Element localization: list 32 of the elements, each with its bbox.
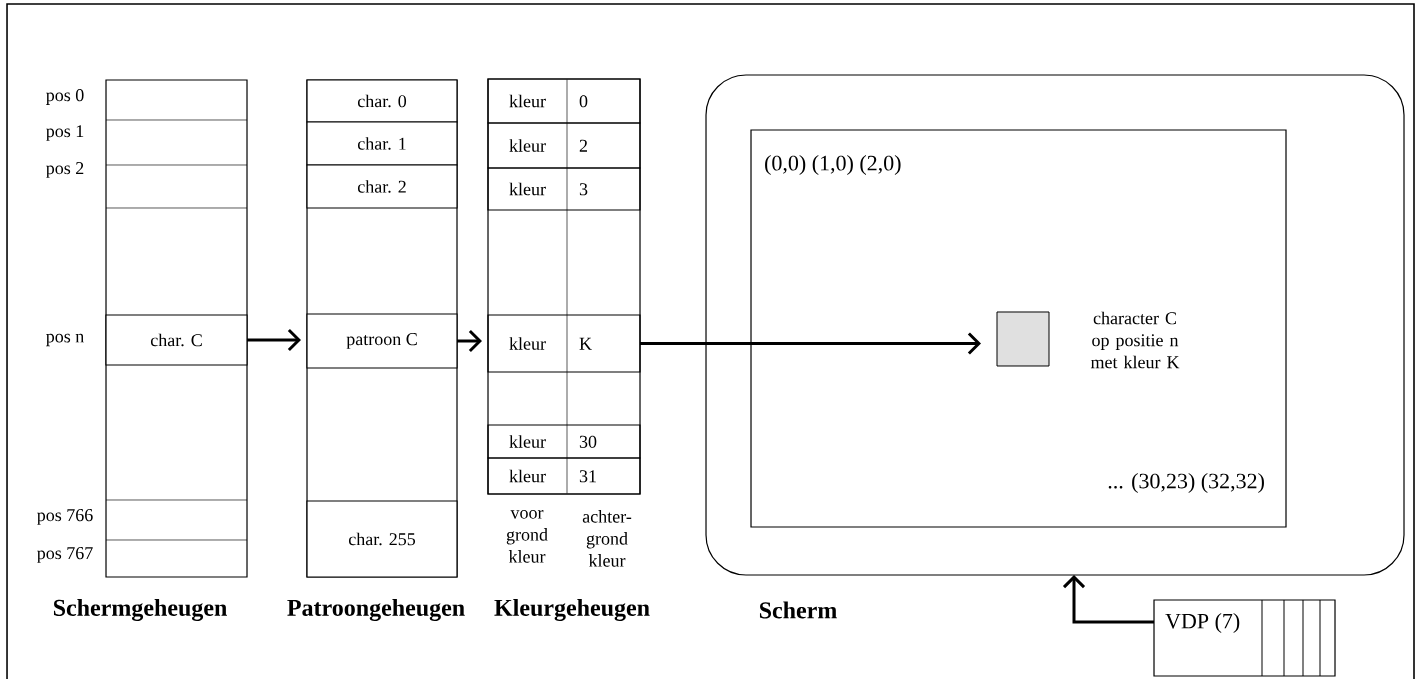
arrow: [247, 328, 301, 352]
row-label: pos 767: [37, 547, 93, 563]
arrow: [640, 332, 981, 355]
screen-heading: Scherm: [759, 601, 837, 619]
character-note: character C op positie n met kleur K: [1090, 311, 1180, 369]
color-row: kleur 3: [487, 167, 641, 211]
row-label: pos 0: [46, 89, 84, 105]
column-heading: Kleurgeheugen: [494, 599, 650, 621]
column-note: voor grond kleur: [506, 510, 548, 563]
row-label: pos 766: [37, 509, 93, 525]
column-heading: Patroongeheugen: [287, 599, 465, 621]
coordinate-text: ... (30,23) (32,32): [1108, 473, 1264, 493]
color-row: kleur 30: [487, 424, 641, 459]
memory-cell: char. 0: [306, 79, 458, 123]
column-heading: Schermgeheugen: [54, 599, 227, 621]
memory-cell: char. 2: [306, 164, 458, 209]
memory-cell: char. 255: [306, 500, 458, 578]
row-label: pos 2: [46, 162, 84, 178]
memory-cell: char. 1: [306, 121, 458, 166]
row-label: pos 1: [46, 125, 84, 141]
color-row: kleur 31: [487, 457, 641, 495]
memory-cell: patroon C: [306, 313, 458, 369]
color-row: kleur 0: [487, 78, 641, 124]
color-row: kleur 2: [487, 122, 641, 169]
color-row: kleur K: [487, 314, 641, 373]
memory-cell: char. C: [105, 314, 248, 366]
vdp-box: VDP (7): [1153, 599, 1336, 677]
column-note: achter- grond kleur: [582, 510, 632, 567]
row-label: pos n: [46, 333, 84, 347]
arrow: [457, 329, 482, 353]
coordinate-text: (0,0) (1,0) (2,0): [765, 155, 901, 175]
arrow: [1062, 575, 1154, 624]
